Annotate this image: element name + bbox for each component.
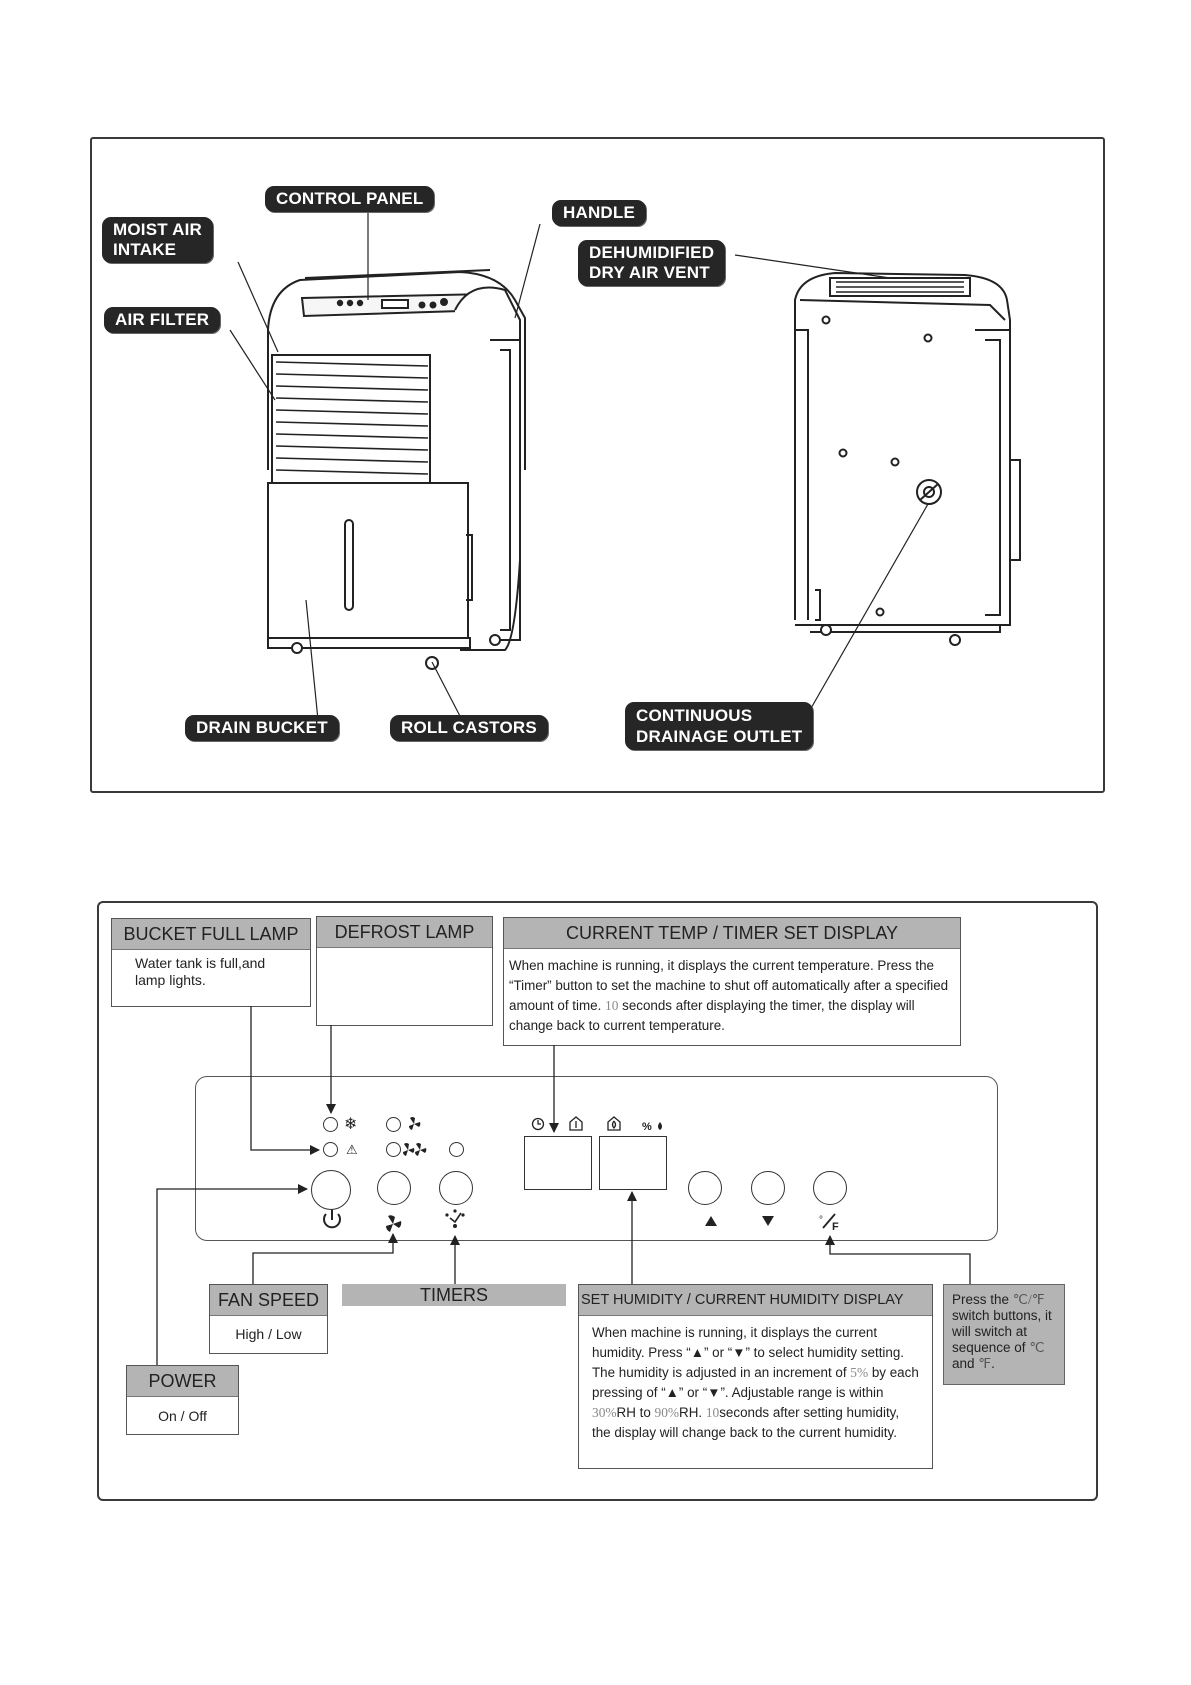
fan-high-led <box>386 1142 401 1157</box>
label-air-filter: AIR FILTER <box>104 307 221 333</box>
label-drain-bucket: DRAIN BUCKET <box>185 715 339 741</box>
bucket-full-lamp-title: BUCKET FULL LAMP <box>112 919 310 950</box>
clock-icon <box>531 1117 545 1131</box>
humidity-text-5: seconds after setting humidity, the disp… <box>592 1405 900 1440</box>
temp-timer-display-callout: CURRENT TEMP / TIMER SET DISPLAY When ma… <box>503 917 961 1046</box>
label-continuous-drainage-outlet: CONTINUOUS DRAINAGE OUTLET <box>625 702 814 750</box>
humidity-display-callout: SET HUMIDITY / CURRENT HUMIDITY DISPLAY … <box>578 1284 933 1469</box>
timer-icon <box>445 1209 465 1228</box>
bucket-full-lamp-callout: BUCKET FULL LAMP Water tank is full,and … <box>111 918 311 1007</box>
timer-led <box>449 1142 464 1157</box>
fan-speed-button[interactable] <box>377 1171 411 1205</box>
unit-switch-callout: Press the ℃/℉ switch buttons, it will sw… <box>943 1284 1065 1385</box>
label-moist-air-intake: MOIST AIR INTAKE <box>102 217 213 263</box>
humidity-num-2: 30% <box>592 1405 617 1420</box>
humidity-text-3: RH to <box>616 1405 655 1420</box>
power-text: On / Off <box>158 1408 207 1424</box>
humidity-house-icon <box>607 1116 621 1131</box>
humidity-num-4: 10 <box>705 1405 720 1420</box>
percent-drop-icon: % <box>642 1121 652 1133</box>
unit-text-b: switch buttons, it will switch at sequen… <box>952 1308 1052 1355</box>
defrost-lamp-title: DEFROST LAMP <box>317 917 492 948</box>
unit-switch-button[interactable] <box>813 1171 847 1205</box>
power-callout: POWER On / Off <box>126 1365 239 1435</box>
label-control-panel: CONTROL PANEL <box>265 186 435 212</box>
thermo-house-icon <box>569 1116 583 1131</box>
svg-text:°: ° <box>819 1215 823 1226</box>
display-text-b: seconds after displaying the timer, the … <box>509 998 915 1033</box>
temp-timer-display <box>524 1136 592 1190</box>
label-dehumidified-dry-air-vent: DEHUMIDIFIED DRY AIR VENT <box>578 240 726 286</box>
bucket-full-lamp-text: Water tank is full,and lamp lights. <box>135 955 266 988</box>
fan-speed-callout: FAN SPEED High / Low <box>209 1284 328 1354</box>
defrost-lamp-led <box>323 1117 338 1132</box>
humidity-display-title: SET HUMIDITY / CURRENT HUMIDITY DISPLAY <box>579 1285 932 1316</box>
up-button[interactable] <box>688 1171 722 1205</box>
warning-icon: ⚠ <box>346 1142 358 1157</box>
bucket-full-lamp-led <box>323 1142 338 1157</box>
unit-sym-a: ℃/℉ <box>1012 1292 1045 1307</box>
label-handle: HANDLE <box>552 200 647 226</box>
temp-timer-display-text: When machine is running, it displays the… <box>504 949 960 1036</box>
fan-low-led <box>386 1117 401 1132</box>
unit-text-d: . <box>991 1356 995 1371</box>
unit-sym-c: ℉ <box>978 1356 992 1371</box>
timer-button[interactable] <box>439 1171 473 1205</box>
power-title: POWER <box>127 1366 238 1397</box>
display-text-a: When machine is running, it displays the… <box>509 958 949 1013</box>
timers-title: TIMERS <box>342 1284 566 1306</box>
control-panel-face <box>195 1076 998 1241</box>
display-text-num: 10 <box>605 998 619 1013</box>
humidity-num-3: 90% <box>654 1405 680 1420</box>
defrost-icon: ❄ <box>344 1116 358 1133</box>
fan-speed-title: FAN SPEED <box>210 1285 327 1316</box>
humidity-display <box>599 1136 667 1190</box>
power-icon <box>323 1208 341 1229</box>
humidity-text-1: When machine is running, it displays the… <box>592 1325 905 1380</box>
down-arrow-icon <box>762 1216 774 1226</box>
fan-speed-icon <box>386 1215 402 1232</box>
defrost-lamp-callout: DEFROST LAMP <box>316 916 493 1026</box>
svg-text:F: F <box>832 1221 839 1233</box>
unit-text-a: Press the <box>952 1292 1013 1307</box>
temp-timer-display-title: CURRENT TEMP / TIMER SET DISPLAY <box>504 918 960 949</box>
unit-switch-icon: ° F <box>819 1213 839 1233</box>
humidity-text-2: by each pressing of “▲” or “▼”. Adjustab… <box>592 1365 919 1400</box>
fan-low-icon <box>409 1117 421 1130</box>
unit-text-c: and <box>952 1356 979 1371</box>
label-roll-castors: ROLL CASTORS <box>390 715 548 741</box>
down-button[interactable] <box>751 1171 785 1205</box>
up-arrow-icon <box>705 1216 717 1226</box>
humidity-text-4: RH. <box>679 1405 706 1420</box>
humidity-num-1: 5% <box>850 1365 869 1380</box>
unit-sym-b: ℃ <box>1029 1340 1045 1355</box>
power-button[interactable] <box>311 1170 351 1210</box>
fan-high-icon <box>403 1143 415 1156</box>
fan-speed-text: High / Low <box>235 1326 302 1342</box>
humidity-display-text: When machine is running, it displays the… <box>579 1316 932 1443</box>
